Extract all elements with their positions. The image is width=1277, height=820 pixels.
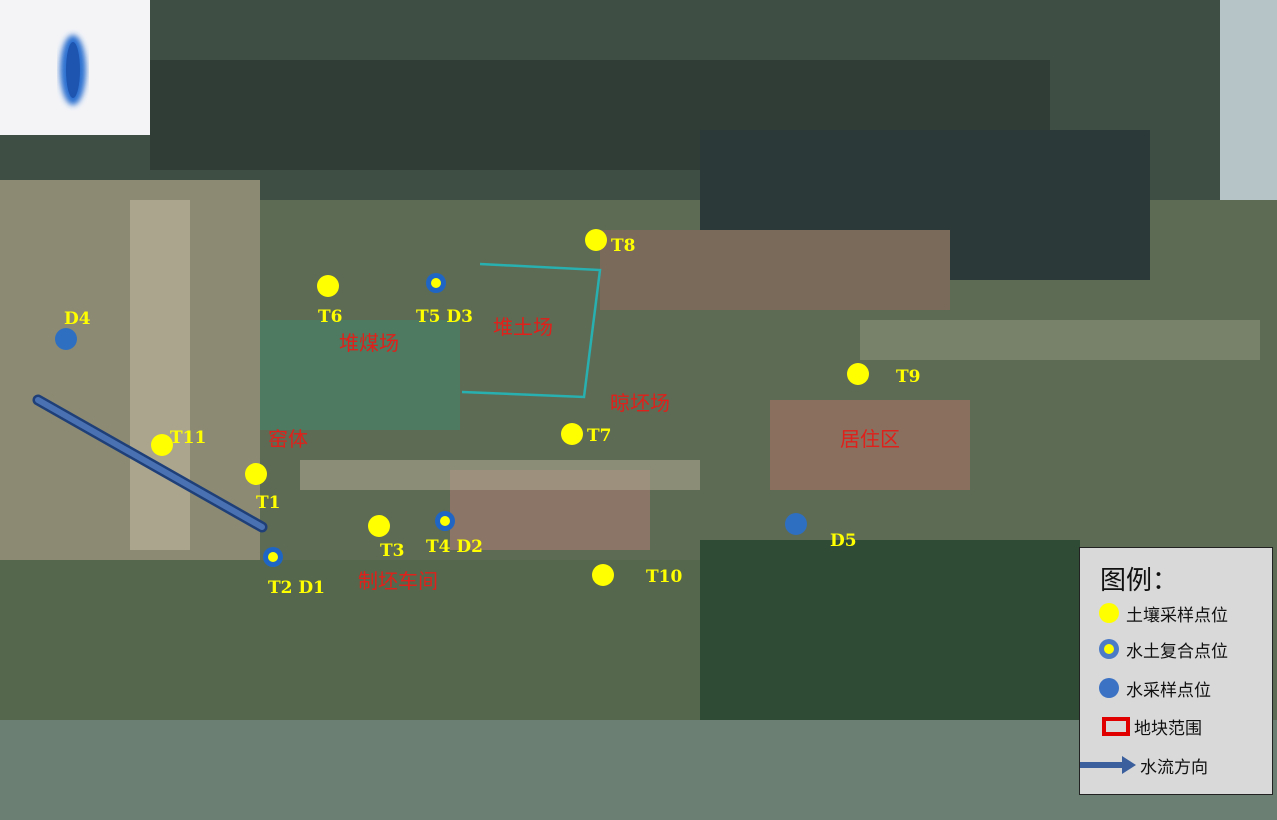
marker-d5[interactable]	[785, 513, 807, 535]
area-soil-yard: 堆土场	[493, 315, 553, 339]
marker-labels: T1 T3 T6 T7 T8 T9 T10 T11 T2 D1 T4 D2 T5…	[64, 236, 920, 598]
area-coal-yard: 堆煤场	[339, 331, 399, 355]
legend-soil-label: 土壤采样点位	[1126, 605, 1228, 626]
marker-t10[interactable]	[592, 564, 614, 586]
marker-t5-d3[interactable]	[426, 273, 446, 293]
marker-t4-d2[interactable]	[435, 511, 455, 531]
legend-row-flow: 水流方向	[1080, 752, 1208, 778]
area-workshop: 制坯车间	[358, 569, 438, 593]
area-labels: 堆煤场 堆土场 晾坯场 窑体 居住区 制坯车间	[268, 315, 900, 593]
water-sample-icon	[1098, 675, 1124, 701]
north-arrow-icon	[60, 35, 86, 105]
soil-sample-icon	[1098, 600, 1124, 626]
label-t10: T10	[646, 567, 682, 587]
marker-t2-d1[interactable]	[263, 547, 283, 567]
plot-boundary-icon	[1098, 713, 1132, 739]
label-t8: T8	[611, 236, 635, 256]
map-legend: 图例： 土壤采样点位 水土复合点位 水采样点位 地块范围 水流方向	[1079, 547, 1273, 795]
marker-t11[interactable]	[151, 434, 173, 456]
label-d4: D4	[64, 309, 91, 329]
area-residential: 居住区	[840, 427, 900, 451]
legend-water-label: 水采样点位	[1126, 680, 1211, 701]
label-d5: D5	[830, 531, 857, 551]
legend-composite-label: 水土复合点位	[1126, 641, 1228, 662]
legend-flow-label: 水流方向	[1140, 757, 1208, 778]
marker-t1[interactable]	[245, 463, 267, 485]
label-t11: T11	[170, 428, 206, 448]
marker-t7[interactable]	[561, 423, 583, 445]
label-t9: T9	[896, 367, 920, 387]
composite-sample-icon	[1098, 636, 1124, 662]
label-t7: T7	[587, 426, 611, 446]
legend-row-composite: 水土复合点位	[1098, 636, 1228, 662]
marker-d4[interactable]	[55, 328, 77, 350]
water-sample-markers	[55, 328, 807, 535]
legend-row-soil: 土壤采样点位	[1098, 600, 1228, 626]
legend-title: 图例：	[1100, 566, 1179, 596]
flow-arrow-icon	[1080, 752, 1138, 778]
label-t6: T6	[318, 307, 342, 327]
label-t5-d3: T5 D3	[416, 307, 473, 327]
label-t3: T3	[380, 541, 404, 561]
marker-t8[interactable]	[585, 229, 607, 251]
marker-t3[interactable]	[368, 515, 390, 537]
legend-row-boundary: 地块范围	[1098, 713, 1202, 739]
marker-t6[interactable]	[317, 275, 339, 297]
area-kiln: 窑体	[268, 427, 308, 451]
label-t1: T1	[256, 493, 280, 513]
plot-boundary-line	[461, 262, 602, 399]
area-drying-yard: 晾坯场	[610, 391, 670, 415]
label-t2-d1: T2 D1	[268, 578, 325, 598]
legend-row-water: 水采样点位	[1098, 675, 1211, 701]
label-t4-d2: T4 D2	[426, 537, 483, 557]
soil-sample-markers	[151, 229, 869, 586]
legend-boundary-label: 地块范围	[1134, 718, 1202, 739]
composite-sample-markers	[263, 273, 455, 567]
marker-t9[interactable]	[847, 363, 869, 385]
